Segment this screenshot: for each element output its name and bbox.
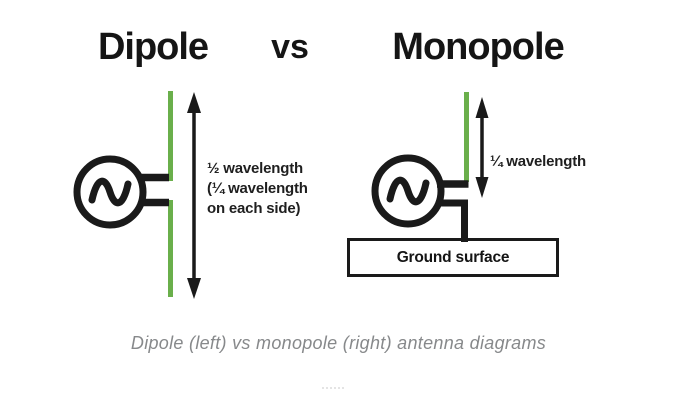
ground-connector <box>437 199 468 242</box>
title-monopole: Monopole <box>392 26 564 68</box>
ac-source-circle <box>371 154 445 228</box>
dipole-diagram <box>73 91 201 299</box>
page-artifact-dash <box>322 387 344 389</box>
sine-wave-icon <box>88 177 132 207</box>
title-dipole: Dipole <box>97 26 209 68</box>
arrow-down-icon <box>475 177 489 198</box>
arrow-down-icon <box>187 278 201 299</box>
arrow-up-icon <box>187 92 201 113</box>
title-vs-separator: vs <box>271 28 309 66</box>
monopole-wavelength-label: ¼ wavelength <box>490 153 586 170</box>
ground-surface-box <box>347 238 559 277</box>
sine-wave-icon <box>386 176 430 206</box>
monopole-diagram <box>347 92 559 277</box>
dipole-wavelength-line1: ½ wavelength <box>207 160 303 177</box>
dipole-wavelength-line2: (¼ wavelength <box>207 180 308 197</box>
figure-caption: Dipole (left) vs monopole (right) antenn… <box>130 333 547 353</box>
ground-surface-label: Ground surface <box>396 249 510 266</box>
ac-source-circle <box>73 155 147 229</box>
arrow-up-icon <box>475 97 489 118</box>
dipole-wavelength-line3: on each side) <box>207 200 301 217</box>
dipole-wavelength-label: ½ wavelength (¼ wavelength on each side) <box>207 159 308 219</box>
